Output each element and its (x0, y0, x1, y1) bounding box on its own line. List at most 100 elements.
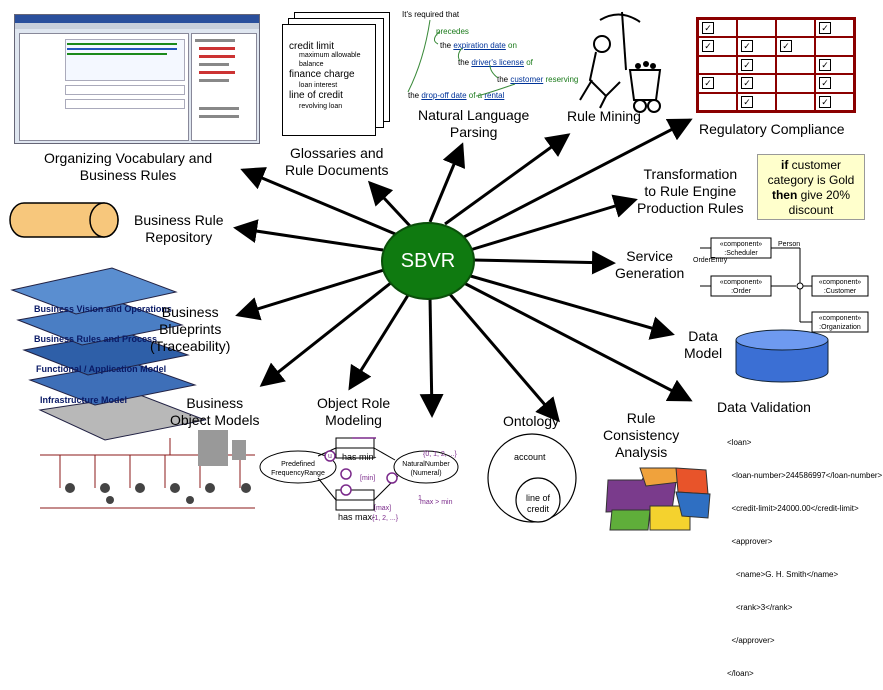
glossary-term: line of credit (289, 90, 343, 101)
nlp-line-3: the expiration date on (440, 41, 517, 50)
port-order-entry: OrderEntry (693, 257, 728, 264)
grid-cell-1-0: ✓ (698, 37, 737, 56)
arrow-validation (461, 280, 693, 402)
grid-cell-4-3: ✓ (815, 92, 854, 111)
glossary-def: maximum allowable (299, 52, 361, 59)
orm-range-bottom: {1, 2, ...} (372, 515, 399, 522)
grid-cell-2-3: ✓ (815, 55, 854, 75)
layer-business-rules: Business Rules and Process (34, 334, 158, 344)
label-rule-mining: Rule Mining (567, 108, 641, 124)
production-rule-box: if customer category is Gold then give 2… (757, 154, 865, 220)
orm-entity-frequency-range: Predefined FrequencyRange (271, 461, 325, 477)
ontology-line-of-credit: line of credit (525, 493, 551, 514)
grid-cell-2-0 (698, 55, 737, 75)
arrow-data-model (466, 273, 675, 340)
label-nlp: Natural Language Parsing (418, 107, 530, 140)
grid-cell-1-1: ✓ (737, 37, 776, 56)
component-order: «component» :Order (719, 279, 763, 295)
checkbox-icon: ✓ (702, 77, 714, 90)
arrows-layer (233, 118, 693, 423)
xml-line: <rank>3</rank> (727, 603, 793, 612)
label-vocabulary: Organizing Vocabulary and Business Rules (44, 150, 213, 183)
checkbox-icon: ✓ (741, 40, 753, 53)
sbvr-hub: SBVR (381, 222, 475, 300)
grid-cell-3-3: ✓ (815, 74, 854, 93)
label-regulatory: Regulatory Compliance (699, 121, 845, 137)
xml-line: </loan> (727, 669, 754, 678)
grid-cell-1-2: ✓ (776, 37, 815, 56)
label-consistency: Rule Consistency Analysis (603, 410, 680, 460)
orm-entity-natural-number: NaturalNumber (Numeral) (402, 461, 450, 477)
xml-line: <loan-number>244586997</loan-number> (727, 471, 883, 480)
checkbox-icon: ✓ (741, 58, 753, 71)
ontology-account: account (514, 452, 546, 462)
xml-line: <approver> (727, 537, 773, 546)
label-blueprints: Business Blueprints (Traceability) (150, 304, 231, 354)
glossary-def: loan interest (299, 82, 338, 89)
glossary-term: finance charge (289, 69, 355, 80)
orm-constraint: max > min (420, 499, 453, 506)
checkbox-icon: ✓ (819, 22, 831, 34)
checkbox-icon: ✓ (741, 77, 753, 90)
arrow-vocabulary (240, 167, 401, 238)
grid-cell-4-2 (776, 92, 815, 111)
arrow-ontology (419, 296, 444, 418)
orm-min-tag: [min] (360, 475, 376, 482)
label-transformation: Transformation to Rule Engine Production… (637, 166, 744, 216)
component-organization: «component» :Organization (818, 315, 862, 331)
grid-cell-0-3: ✓ (815, 19, 854, 38)
arrow-orm (348, 291, 412, 391)
grid-cell-4-1: ✓ (737, 92, 776, 111)
label-validation: Data Validation (717, 399, 811, 415)
nlp-line-1: It's required that (402, 10, 460, 19)
arrow-repository (233, 219, 384, 252)
label-ontology: Ontology (503, 413, 560, 429)
label-data-model: Data Model (684, 328, 723, 361)
label-glossaries: Glossaries and Rule Documents (285, 145, 389, 178)
xml-line: </approver> (727, 636, 775, 645)
checkbox-icon: ✓ (702, 22, 714, 34)
label-orm: Object Role Modeling (317, 395, 391, 428)
label-service: Service Generation (615, 248, 685, 281)
checkbox-icon: ✓ (780, 40, 792, 53)
grid-cell-0-2 (776, 19, 815, 38)
checkbox-icon: ✓ (702, 40, 714, 53)
checkbox-icon: ✓ (819, 77, 831, 90)
nlp-line-5: the customer reserving (497, 75, 579, 84)
label-bom: Business Object Models (170, 395, 260, 428)
orm-uniqueness-u: u (328, 453, 332, 460)
glossary-def: revolving loan (299, 103, 343, 110)
grid-cell-0-1 (737, 19, 776, 38)
arrow-rule-mining (444, 133, 571, 226)
layer-infrastructure: Infrastructure Model (40, 395, 128, 405)
grid-cell-3-0: ✓ (698, 74, 737, 93)
xml-sample: <loan> <loan-number>244586997</loan-numb… (727, 415, 882, 690)
label-repository: Business Rule Repository (134, 212, 224, 245)
grid-cell-2-2 (776, 55, 815, 75)
orm-role-max: has max- (338, 512, 376, 522)
checkbox-icon: ✓ (741, 95, 753, 108)
component-scheduler: «component» :Scheduler (719, 241, 763, 257)
layer-business-vision: Business Vision and Operations (34, 304, 172, 314)
orm-role-min: has min- (342, 452, 377, 462)
arrow-nlp (428, 142, 466, 223)
grid-cell-3-1: ✓ (737, 74, 776, 93)
grid-cell-4-0 (698, 92, 737, 111)
arrow-transformation (469, 194, 638, 252)
orm-max-tag: [max] (374, 505, 392, 512)
grid-cell-1-3 (815, 37, 854, 56)
arrow-glossaries (367, 180, 412, 228)
checkbox-icon: ✓ (819, 95, 831, 108)
grid-cell-0-0: ✓ (698, 19, 737, 38)
arrow-service (472, 250, 616, 275)
checkbox-icon: ✓ (819, 58, 831, 71)
orm-superscript-one: 1 (418, 495, 422, 502)
nlp-line-2: precedes (436, 27, 469, 36)
arrow-bom (259, 280, 393, 387)
arrow-blueprints (235, 268, 385, 321)
nlp-line-6: the drop-off date of a rental (408, 91, 505, 100)
port-person: Person (778, 241, 801, 248)
nlp-line-4: the driver's license of (458, 58, 533, 67)
glossary-doc-front: credit limit maximum allowable balance f… (282, 24, 376, 136)
vocabulary-tool-screenshot (14, 14, 260, 144)
